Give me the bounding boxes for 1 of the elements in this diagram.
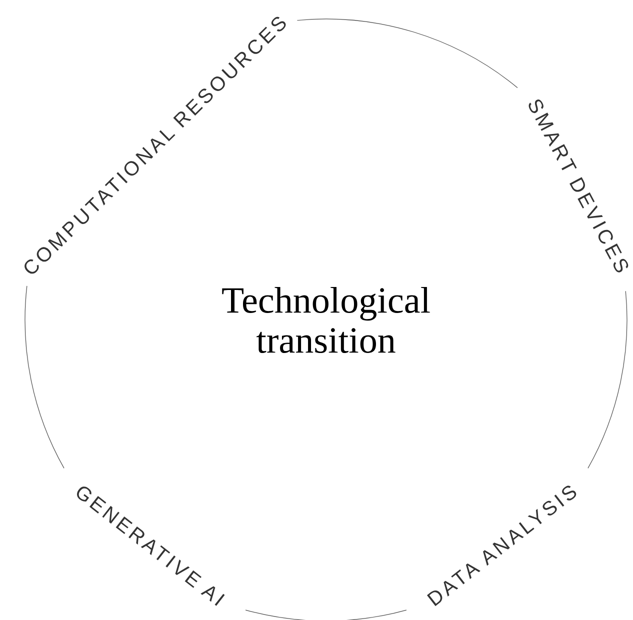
center-title: Technological transition <box>222 286 430 353</box>
